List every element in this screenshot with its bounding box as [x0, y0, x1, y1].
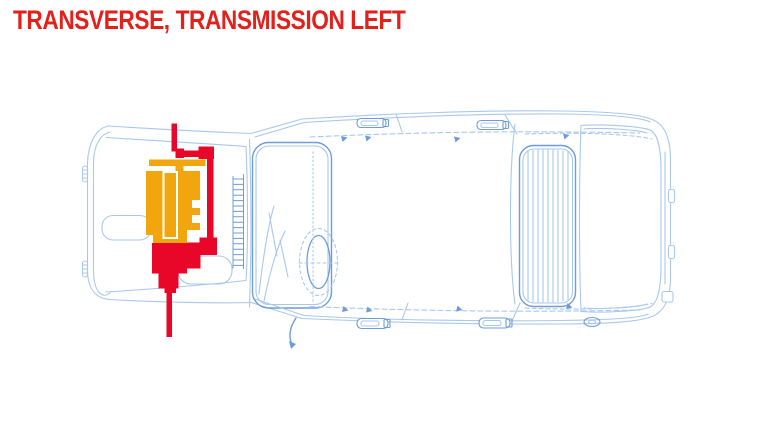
cowl-vents	[232, 174, 244, 269]
door-handle-rear-right	[476, 119, 510, 131]
steering-wheel	[298, 151, 341, 304]
wiper-arms	[258, 205, 289, 302]
car-blueprint	[81, 110, 676, 349]
rear-bumper	[661, 151, 676, 303]
engine-block	[146, 159, 206, 244]
windshield	[251, 141, 333, 309]
side-mirror	[289, 317, 297, 349]
trunk-lock-oval	[583, 316, 601, 328]
hood-rear-edge	[245, 138, 252, 308]
powertrain-overlay	[146, 123, 217, 337]
engine-bay-slot-left	[101, 214, 152, 241]
door-lock-marks	[341, 133, 573, 313]
hood-panel-lines	[105, 136, 247, 293]
trunk-lid	[524, 124, 662, 313]
roof-edges	[254, 113, 651, 322]
engine-mount-linkage	[183, 146, 217, 269]
bumper-guard-right	[81, 165, 89, 183]
diagram-title: TRANSVERSE, TRANSMISSION LEFT	[13, 5, 406, 35]
front-bumper	[92, 131, 111, 296]
drive-axle-line-bottom	[166, 293, 172, 337]
transmission	[152, 243, 187, 293]
door-gap-lines	[395, 113, 521, 322]
door-handle-front-left	[356, 317, 391, 330]
rear-window	[509, 123, 577, 308]
bumper-guard-left	[81, 260, 89, 278]
engine-valve-cover-outline	[162, 171, 178, 239]
drive-axle-line-top	[171, 123, 184, 158]
door-handle-front-right	[356, 117, 390, 129]
door-handle-rear-left	[478, 317, 513, 329]
